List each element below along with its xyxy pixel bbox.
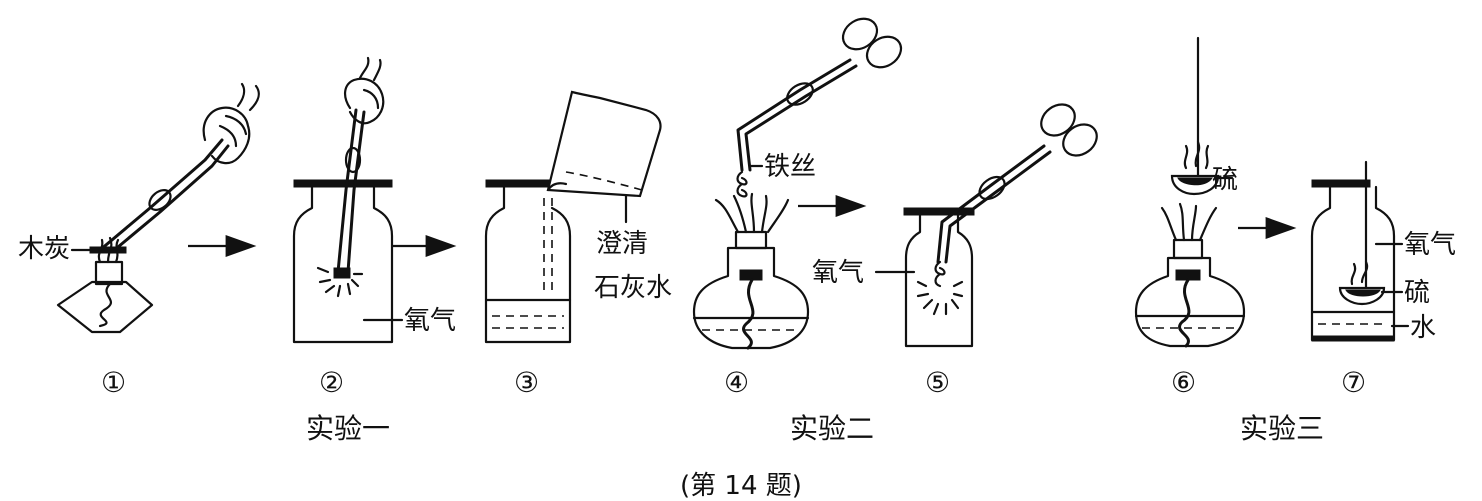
step-number-1: ① [101, 366, 126, 399]
label-sulfur-step6: 硫 [1212, 165, 1238, 195]
label-sulfur-step7: 硫 [1404, 278, 1430, 308]
label-iron-wire: 铁丝 [764, 152, 816, 182]
label-oxygen-step7: 氧气 [1404, 230, 1456, 260]
step-number-3: ③ [514, 366, 539, 399]
label-oxygen-step2: 氧气 [404, 306, 456, 336]
step7-jar-sulfur-water [1310, 160, 1396, 342]
label-limewater-1: 澄清 [596, 229, 648, 259]
figure-caption: (第 14 题) [680, 471, 802, 501]
step-number-6: ⑥ [1171, 366, 1196, 399]
step-number-4: ④ [724, 366, 749, 399]
step-number-7: ⑦ [1341, 366, 1366, 399]
step4-lamp-ironwire [692, 17, 903, 350]
step2-jar-oxygen [292, 56, 394, 344]
step3-jar-limewater [484, 90, 662, 344]
label-charcoal: 木炭 [18, 234, 70, 264]
step1-lamp-charcoal [56, 82, 260, 334]
group-label-exp3: 实验三 [1240, 412, 1324, 445]
label-limewater-2: 石灰水 [594, 273, 672, 303]
label-oxygen-step5: 氧气 [812, 258, 864, 288]
step-number-5: ⑤ [925, 366, 950, 399]
group-label-exp2: 实验二 [790, 412, 874, 445]
group-label-exp1: 实验一 [306, 412, 390, 445]
step-number-2: ② [319, 366, 344, 399]
step6-lamp-sulfur [1134, 36, 1246, 348]
step5-jar-iron-oxygen [903, 103, 1098, 348]
label-water-step7: 水 [1410, 313, 1436, 343]
